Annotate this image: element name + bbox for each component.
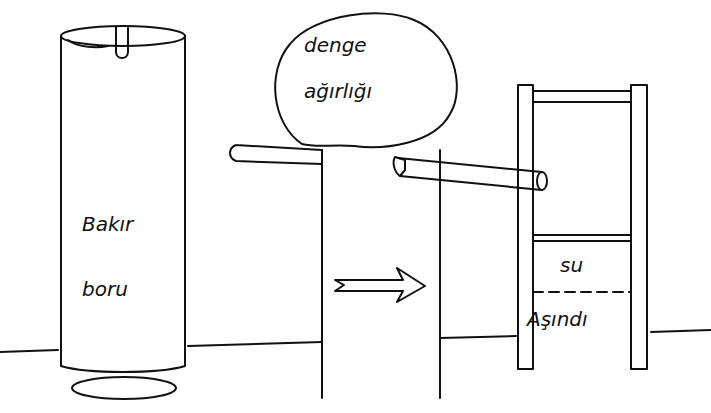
direction-arrow <box>335 268 425 302</box>
node-label: denge ağırlığı <box>304 22 414 114</box>
frame-node: suAşındı <box>515 85 651 370</box>
pipe-ring <box>72 377 176 399</box>
ground-line <box>0 330 711 352</box>
blob-node: denge ağırlığı <box>262 6 467 152</box>
weight-cylinder <box>322 150 440 398</box>
node-label: su <box>560 253 620 277</box>
rod-hole <box>394 157 405 176</box>
node-label: Aşındı <box>527 307 637 331</box>
rod-left <box>230 145 322 164</box>
pipe-node: Bakır boru <box>58 22 188 372</box>
node-label: Bakır boru <box>82 192 154 322</box>
rod-right <box>398 158 542 190</box>
pipe-outline <box>58 22 188 372</box>
rod-end <box>537 172 547 190</box>
